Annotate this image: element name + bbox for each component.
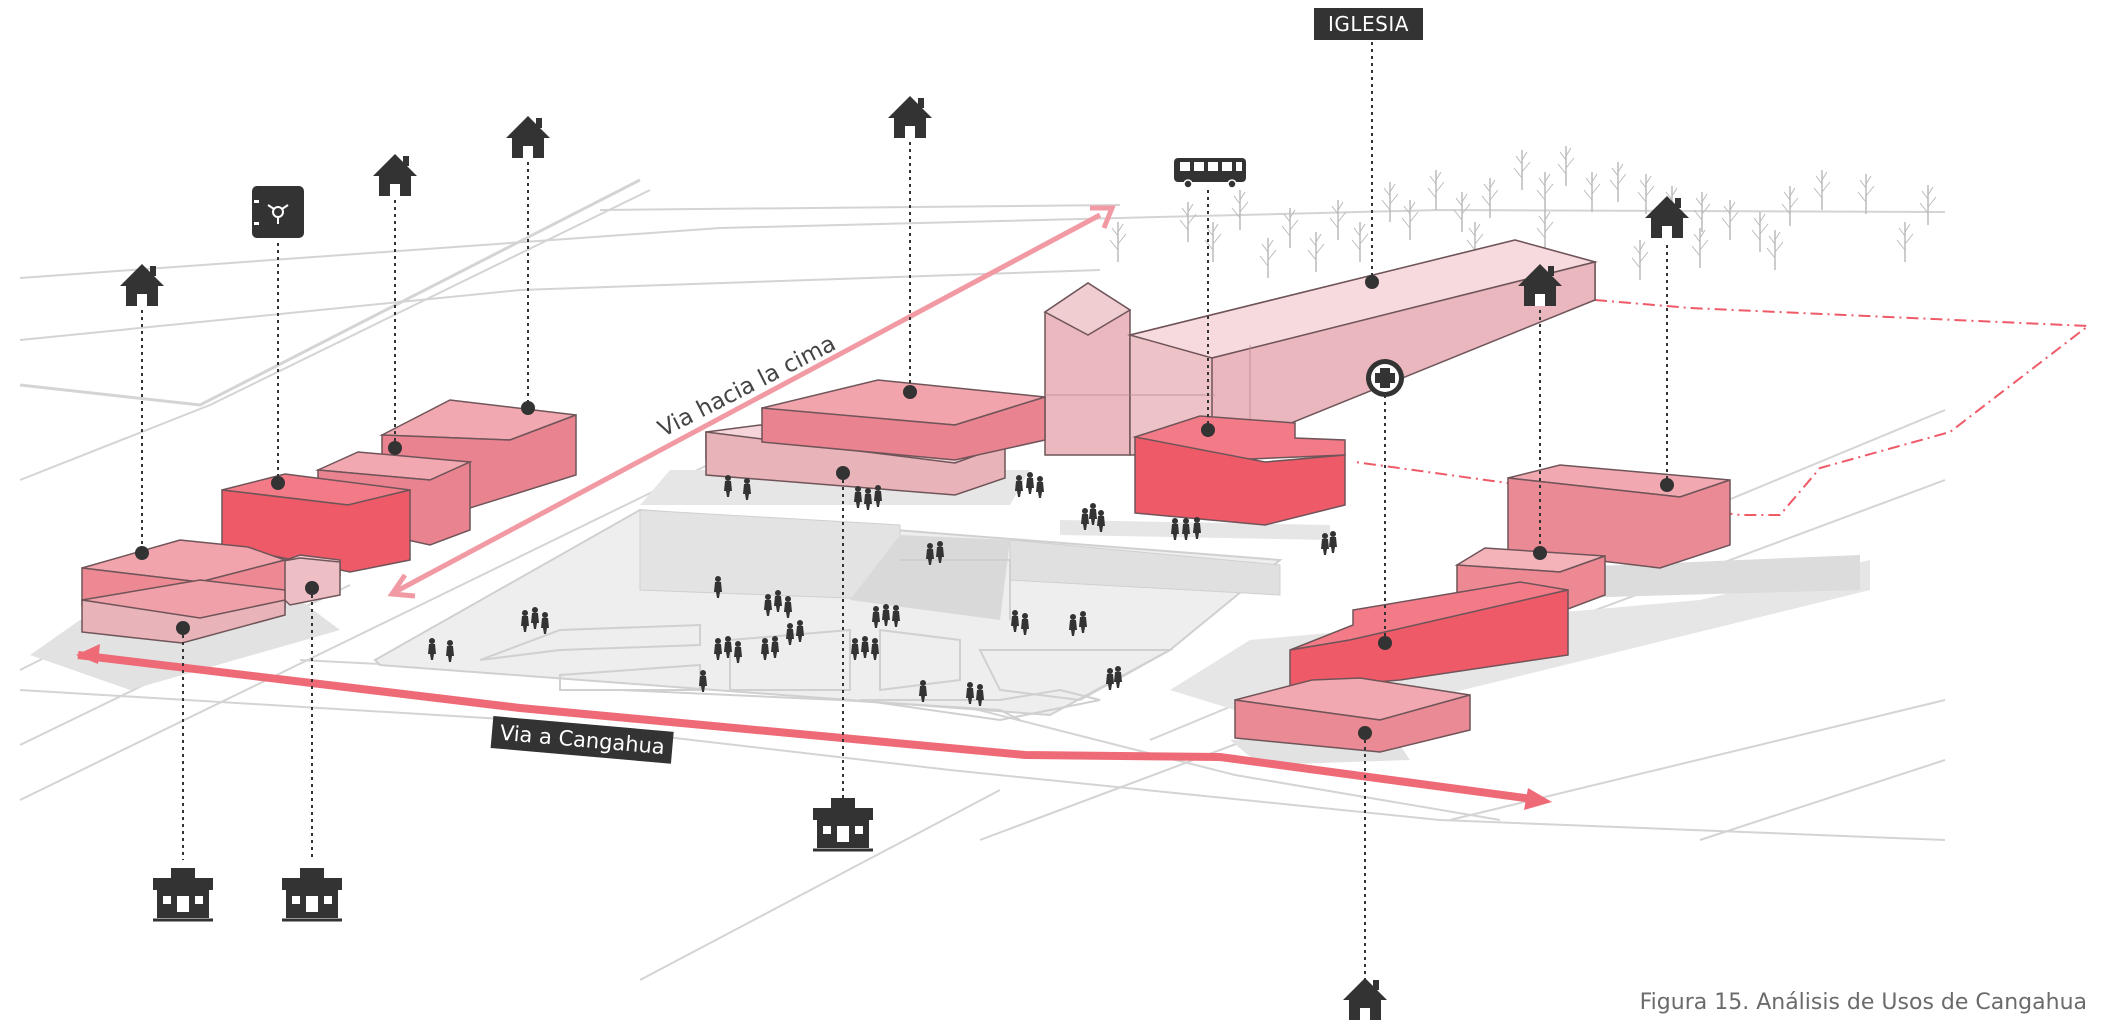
- iglesia-label: IGLESIA: [1314, 8, 1423, 40]
- via-cangahua-arrow: [76, 644, 1552, 810]
- shop-icon: [811, 796, 875, 852]
- central-right-block: [1132, 415, 1346, 526]
- center-upper-block: [761, 379, 1046, 461]
- right-buildings: [1234, 464, 1731, 753]
- leader-dots: [135, 275, 1674, 740]
- house-icon: [1645, 196, 1689, 238]
- house-icon: [373, 154, 417, 196]
- via-cima-arrow: [387, 205, 1116, 599]
- left-buildings: [81, 399, 577, 644]
- plaza-paths: [479, 559, 1174, 722]
- house-icon: [1343, 978, 1387, 1020]
- service-box-icon: [252, 186, 304, 238]
- leader-lines: [141, 35, 1668, 980]
- site-boundary: [1354, 299, 2091, 516]
- bus-icon: [1174, 158, 1246, 189]
- shop-icon: [151, 866, 215, 922]
- house-icon: [888, 96, 932, 138]
- health-cross-icon: [1366, 359, 1404, 397]
- figure-caption: Figura 15. Análisis de Usos de Cangahua: [1639, 990, 2087, 1015]
- church-building: [1043, 239, 1598, 457]
- house-icon: [506, 116, 550, 158]
- shop-icon: [280, 866, 344, 922]
